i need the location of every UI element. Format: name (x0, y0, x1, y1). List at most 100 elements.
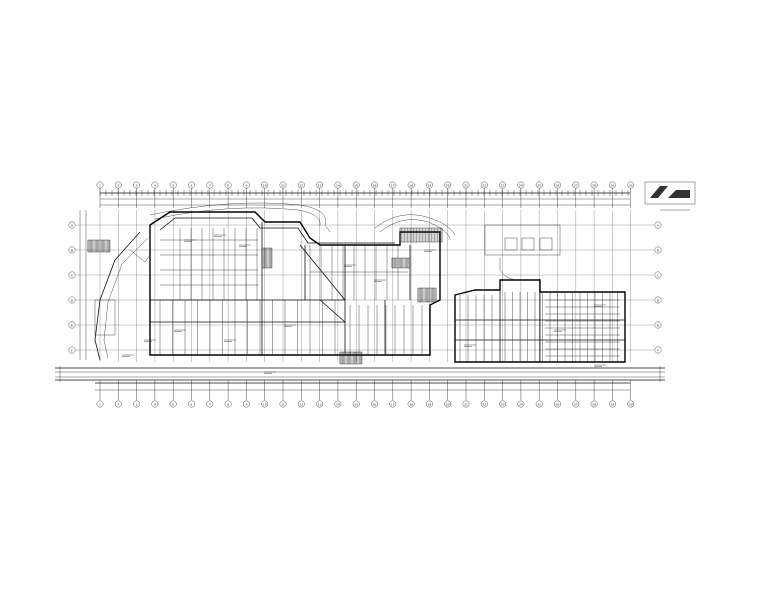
left-ramp (94, 231, 151, 361)
axis-bubble (554, 181, 561, 189)
axis-label: 15 (354, 184, 358, 188)
axis-label: 20 (446, 184, 450, 188)
axis-bubble (590, 400, 598, 408)
axis-label: 16 (373, 184, 377, 188)
axis-label: 17 (391, 403, 395, 407)
axis-bubble (654, 321, 662, 329)
annotation-marks (122, 234, 606, 374)
axis-bubble (499, 181, 506, 189)
axis-bubble (572, 400, 580, 408)
axis-label: 28 (592, 403, 596, 407)
axis-label: 27 (574, 403, 578, 407)
axis-bubble (627, 181, 635, 189)
axis-label: 26 (556, 403, 560, 407)
axis-bubble (188, 181, 195, 189)
curved-path-top (149, 202, 456, 239)
axis-label: 12 (299, 403, 303, 407)
axis-label: 28 (592, 184, 596, 188)
axis-label: 27 (574, 184, 578, 188)
top-dimension-ticks (99, 188, 631, 208)
axis-label: 9 (245, 403, 247, 407)
axis-bubble (224, 400, 232, 408)
axis-bubble (352, 181, 360, 189)
axis-bubble (261, 400, 269, 408)
axis-bubble (654, 246, 662, 254)
axis-bubble (224, 181, 232, 189)
left-wing-rooms (159, 228, 423, 355)
axis-label: 13 (318, 184, 322, 188)
axis-label: B (657, 249, 659, 253)
right-wing-outline (454, 224, 626, 363)
axis-label: D (657, 299, 660, 303)
axis-label: 18 (409, 403, 413, 407)
axis-label: 25 (537, 403, 541, 407)
axis-label: 22 (482, 403, 486, 407)
axis-label: 5 (172, 184, 174, 188)
axis-label: 26 (556, 184, 560, 188)
axis-bubble (133, 400, 141, 408)
axis-label: C (71, 274, 73, 278)
axis-label: B (71, 249, 73, 253)
axis-bubble (242, 400, 250, 408)
axis-label: 19 (427, 403, 431, 407)
axis-bubble (352, 400, 360, 408)
axis-label: 16 (373, 403, 377, 407)
axis-label: 13 (318, 403, 322, 407)
axis-bubble (517, 400, 525, 408)
axis-bubble (554, 400, 561, 408)
axis-label: 2 (117, 403, 119, 407)
axis-bubble (462, 181, 470, 189)
axis-label: 24 (519, 403, 523, 407)
axis-label: 11 (281, 403, 285, 407)
axis-label: 9 (245, 184, 247, 188)
axis-bubble (654, 346, 662, 354)
detail-thumbnail (644, 181, 696, 211)
axis-label: 17 (391, 184, 395, 188)
axis-bubble (371, 181, 378, 189)
axis-label: 3 (136, 403, 138, 407)
axis-label: F (657, 349, 659, 353)
stair-hatches (87, 227, 443, 365)
axis-bubble (407, 400, 415, 408)
axis-label: 12 (299, 184, 303, 188)
axis-label: A (657, 224, 660, 228)
axis-bubble (535, 400, 543, 408)
axis-bubble (68, 271, 76, 279)
axis-label: 18 (409, 184, 413, 188)
axis-bubble (480, 400, 488, 408)
axis-label: 24 (519, 184, 523, 188)
axis-bubble (480, 181, 488, 189)
axis-bubble (68, 346, 76, 354)
axis-label: 8 (227, 184, 229, 188)
axis-bubble (627, 400, 635, 408)
axis-label: 30 (629, 184, 633, 188)
axis-label: 1 (99, 184, 101, 188)
axis-label: 6 (191, 403, 193, 407)
axis-bubble (334, 400, 342, 408)
axis-bubble (169, 400, 177, 408)
axis-label: 29 (610, 184, 614, 188)
axis-bubble (96, 400, 104, 408)
top-dimension-lines (100, 192, 630, 206)
left-wing-outline (149, 211, 441, 356)
axis-label: 4 (154, 184, 156, 188)
axis-bubble (425, 400, 433, 408)
axis-bubble (114, 181, 122, 189)
axis-bubble (334, 181, 342, 189)
axis-bubble (389, 400, 397, 408)
axis-bubble (114, 400, 122, 408)
axis-bubble (133, 181, 141, 189)
axis-label: 20 (446, 403, 450, 407)
axis-bubble (654, 221, 662, 229)
bottom-dimension-lines (95, 382, 630, 391)
axis-label: 14 (336, 403, 340, 407)
bottom-dimension-ticks (99, 380, 631, 400)
axis-label: 14 (336, 184, 340, 188)
axis-label: 19 (427, 184, 431, 188)
axis-bubble (444, 181, 452, 189)
axis-bubble (169, 181, 177, 189)
